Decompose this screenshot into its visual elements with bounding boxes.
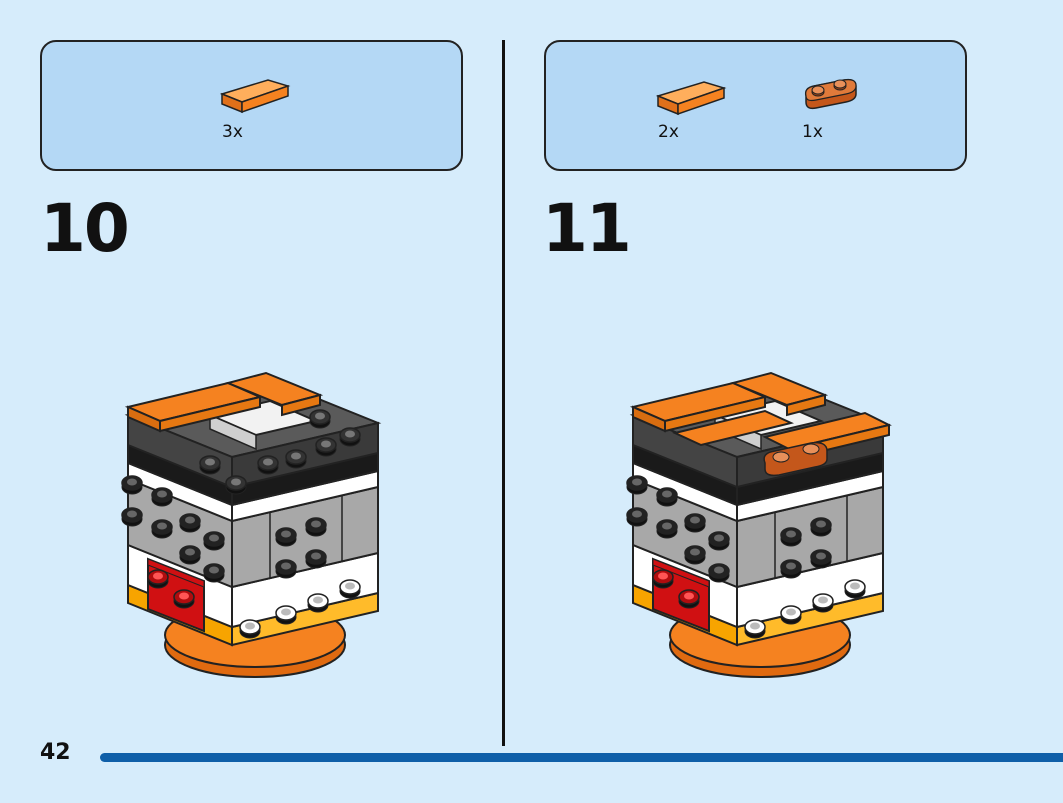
step-number: 11 [542,190,632,267]
parts-callout-step-10: 3x [40,40,463,171]
dark-orange-round-plate-1x2-icon [800,74,862,114]
orange-tile-1x2-icon [220,72,292,116]
part-quantity: 3x [222,122,243,142]
page-number: 42 [40,740,71,765]
progress-bar [100,753,1063,762]
step-number: 10 [40,190,130,267]
model-illustration-step-11 [615,345,905,695]
orange-tile-1x2-icon [656,74,728,118]
part-quantity: 2x [658,122,679,142]
part-quantity: 1x [802,122,823,142]
model-illustration-step-10 [110,345,400,695]
parts-callout-step-11: 2x 1x [544,40,967,171]
step-divider [502,40,505,746]
